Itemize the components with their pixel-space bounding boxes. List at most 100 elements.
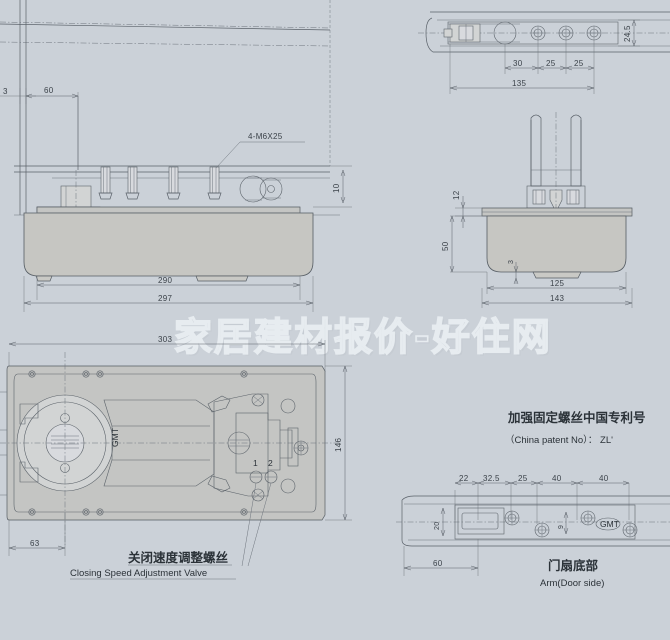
knob-bottom (207, 475, 231, 493)
dim-label-125: 125 (550, 279, 564, 288)
dim-label-20: 20 (434, 522, 441, 530)
valve-number-1: 1 (253, 458, 258, 468)
dim-label-32p5: 32.5 (483, 474, 500, 483)
dim-label-24p5: 24.5 (623, 25, 632, 42)
mechanism-chassis (103, 399, 215, 487)
arm-top-edge (401, 495, 670, 501)
watermark-text: 家居建材报价-好住网 (174, 315, 552, 359)
arm-door-side-view: 22 32.5 25 40 40 GMT 20 9 (396, 474, 670, 589)
arrow-60-left (25, 93, 33, 99)
adjust-screw-top (251, 393, 265, 407)
valve-body (235, 412, 269, 474)
arrows-chain (504, 65, 595, 71)
bolt-1 (98, 166, 113, 200)
callout-leader-4m6x25 (215, 141, 305, 169)
construction-line-upper (0, 21, 331, 29)
dim-label-3: 3 (3, 87, 8, 96)
arm-caption-cn: 门扇底部 (548, 558, 599, 573)
arrows-9 (563, 511, 569, 535)
arrow-60-right (71, 93, 79, 99)
arm-bottom-edge (401, 500, 670, 547)
dim-label-40a: 40 (552, 474, 562, 483)
brand-mark-plan: GMT (110, 428, 120, 447)
fixing-holes (28, 370, 248, 516)
bolt-group (98, 166, 222, 200)
body-foot-right (195, 275, 249, 282)
rail-plan-view: 24.5 30 25 25 135 (418, 11, 670, 94)
arm-channel (454, 504, 636, 540)
arrows-chain-arm (454, 480, 630, 486)
housing-inner-recess (13, 373, 317, 513)
patent-note: 加强固定螺丝中国专利号 （China patent No）： ZL' (505, 410, 646, 446)
door-leaf-edges (530, 120, 582, 186)
patch-bolt-left (532, 189, 546, 205)
base-plate (36, 206, 301, 214)
watermark: 家居建材报价-好住网 家居建材报价-好住网 (173, 314, 554, 361)
cam-assembly (239, 175, 283, 203)
dim-label-3side: 3 (508, 260, 515, 264)
arrows-146 (342, 365, 348, 521)
side-pivot-screw (287, 427, 309, 467)
arrows-125 (486, 285, 627, 291)
arrows-20 (440, 507, 446, 537)
dim-label-25a: 25 (546, 59, 556, 68)
patch-bolt-lines (535, 190, 577, 204)
arrows-50 (449, 215, 455, 273)
watermark-shadow: 家居建材报价-好住网 (176, 317, 554, 361)
envelope-line-top (0, 23, 331, 31)
bolt-4 (207, 166, 222, 200)
arrows-60arm (403, 565, 479, 571)
construction-line-upper2 (0, 41, 331, 47)
arrows-290 (36, 282, 301, 288)
arm-caption-en: Arm(Door side) (540, 578, 604, 589)
body-plan-view: 303 (0, 335, 352, 580)
plan-hole-bottom-right (280, 478, 296, 494)
closer-body (23, 212, 314, 277)
rail-end-fitting (443, 23, 481, 43)
dim-label-297: 297 (158, 294, 172, 303)
dim-label-135: 135 (512, 79, 526, 88)
dim-label-25arm: 25 (518, 474, 528, 483)
arrows-12 (460, 201, 466, 223)
valve-leader-1 (241, 482, 257, 567)
dim-label-22: 22 (459, 474, 469, 483)
arm-slot (461, 512, 499, 530)
dim-label-25b: 25 (574, 59, 584, 68)
arm-slot-frame (457, 507, 505, 535)
hydraulic-block-ext (280, 429, 293, 459)
dim-label-60arm: 60 (433, 559, 443, 568)
dim-label-30: 30 (513, 59, 523, 68)
side-section-view: 12 50 3 125 143 (441, 112, 633, 308)
arrows-63 (8, 545, 66, 551)
dim-label-12: 12 (452, 190, 461, 200)
dim-label-10: 10 (332, 183, 341, 193)
dim-label-303: 303 (158, 335, 172, 344)
dim-label-290: 290 (158, 276, 172, 285)
arm-screw-holes (504, 510, 638, 538)
dim-label-60: 60 (44, 86, 54, 95)
dim-label-63: 63 (30, 539, 40, 548)
dim-label-40b: 40 (599, 474, 609, 483)
arrows-297 (23, 300, 314, 306)
side-body-foot (532, 271, 582, 279)
valve-number-2: 2 (268, 458, 273, 468)
bolt-2 (125, 166, 140, 200)
callout-label-4m6x25: 4-M6X25 (248, 132, 283, 141)
pivot-hole-bottom (60, 463, 70, 473)
knob-top (207, 395, 231, 413)
plan-hole-top-right (280, 398, 296, 414)
bolt-3 (166, 166, 181, 200)
patent-note-en: （China patent No）： ZL' (505, 434, 613, 446)
arrows-135 (449, 85, 595, 91)
arrows-143 (481, 300, 633, 306)
mechanism-slot (112, 425, 210, 461)
valve-leader-2 (247, 482, 272, 567)
hydraulic-block (213, 393, 281, 497)
plan-left-tabs (0, 391, 7, 496)
dim-label-143: 143 (550, 294, 564, 303)
patent-note-cn: 加强固定螺丝中国专利号 (507, 410, 646, 425)
pivot-hole-top (60, 413, 70, 423)
